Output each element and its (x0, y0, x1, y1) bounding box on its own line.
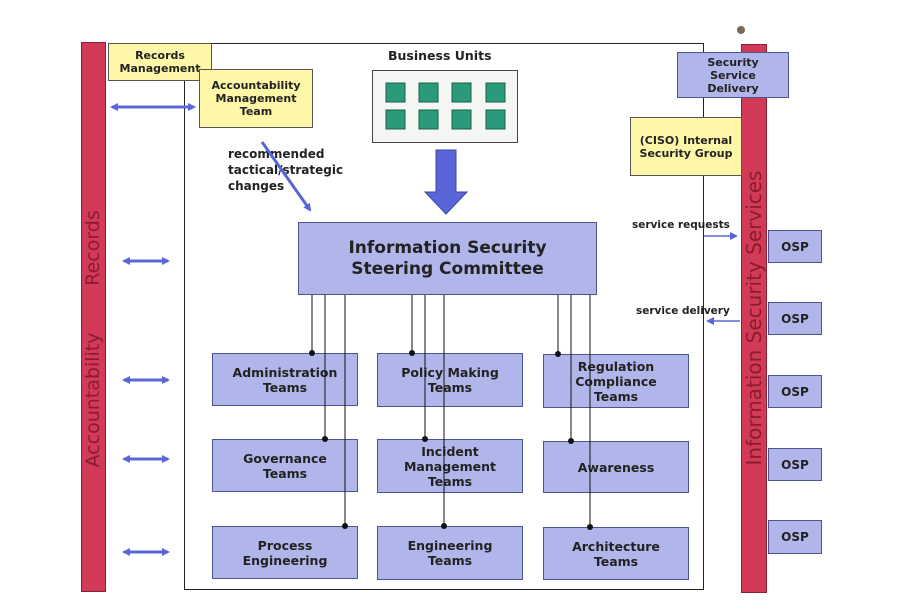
team-policy-making: Policy Making Teams (377, 353, 523, 407)
osp-box-5: OSP (768, 520, 822, 554)
team-awareness: Awareness (543, 441, 689, 493)
security-service-delivery-box: Security Service Delivery (677, 52, 789, 98)
records-management-box: Records Management (108, 43, 212, 81)
business-unit-squares (385, 82, 506, 130)
steering-committee-box: Information Security Steering Committee (298, 222, 597, 295)
internal-security-group-box: (CISO) Internal Security Group (630, 117, 742, 176)
osp-box-4: OSP (768, 448, 822, 481)
business-units-down-arrow (423, 149, 469, 215)
security-services-bar (741, 44, 767, 593)
business-units-label: Business Units (388, 48, 492, 63)
accountability-team-box: Accountability Management Team (199, 69, 313, 128)
osp-box-1: OSP (768, 230, 822, 263)
committee-connectors (311, 295, 591, 527)
osp-box-3: OSP (768, 375, 822, 408)
service-delivery-label: service delivery (636, 305, 730, 317)
team-process-engineering: Process Engineering (212, 526, 358, 579)
connector-dots (309, 350, 593, 530)
business-units-box (372, 70, 518, 143)
scan-dot (737, 26, 745, 34)
team-incident-management: Incident Management Teams (377, 439, 523, 493)
team-governance: Governance Teams (212, 439, 358, 492)
team-architecture: Architecture Teams (543, 527, 689, 580)
recommended-changes-arrow (260, 141, 312, 212)
team-engineering: Engineering Teams (377, 526, 523, 580)
team-administration: Administration Teams (212, 353, 358, 406)
team-regulation-compliance: Regulation Compliance Teams (543, 354, 689, 408)
osp-box-2: OSP (768, 302, 822, 335)
accountability-records-bar (81, 42, 106, 592)
recommended-changes-label: recommended tactical/strategic changes (228, 147, 344, 193)
service-requests-label: service requests (632, 219, 730, 231)
